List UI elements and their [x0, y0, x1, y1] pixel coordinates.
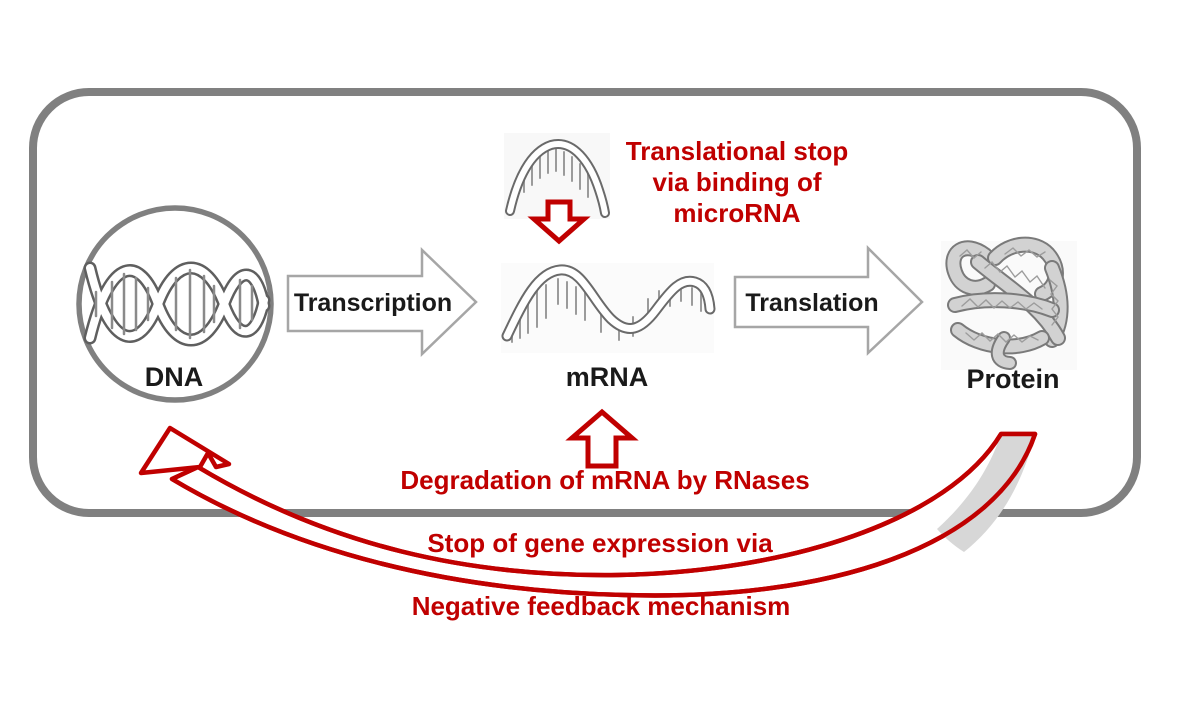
translational-stop-line-2: via binding of	[652, 167, 822, 197]
translation-arrow-shape	[733, 244, 924, 356]
translational-stop-line-1: Translational stop	[625, 136, 849, 166]
translational-stop-annotation: Translational stop via binding of microR…	[626, 136, 849, 229]
dna-label: DNA	[144, 362, 204, 392]
microrna-strand-icon	[505, 139, 610, 218]
protein-label: Protein	[966, 364, 1060, 394]
translation-label: Translation	[745, 289, 879, 317]
degradation-up-arrow-icon	[565, 408, 639, 469]
protein-blob-icon	[945, 236, 1069, 370]
translational-stop-line-3: microRNA	[673, 198, 801, 228]
dna-helix-icon	[83, 261, 271, 347]
degradation-annotation: Degradation of mRNA by RNases	[400, 465, 810, 495]
boundary-box	[29, 88, 1141, 517]
negative-feedback-annotation: Negative feedback mechanism	[411, 591, 791, 621]
feedback-curved-arrow-icon	[138, 425, 1038, 598]
mrna-label: mRNA	[565, 362, 649, 392]
transcription-arrow-shape	[286, 247, 478, 357]
mrna-strand-icon	[501, 264, 716, 343]
stop-gene-expression-annotation: Stop of gene expression via	[427, 528, 773, 558]
transcription-label: Transcription	[293, 289, 453, 317]
microrna-down-arrow-icon	[527, 199, 591, 245]
